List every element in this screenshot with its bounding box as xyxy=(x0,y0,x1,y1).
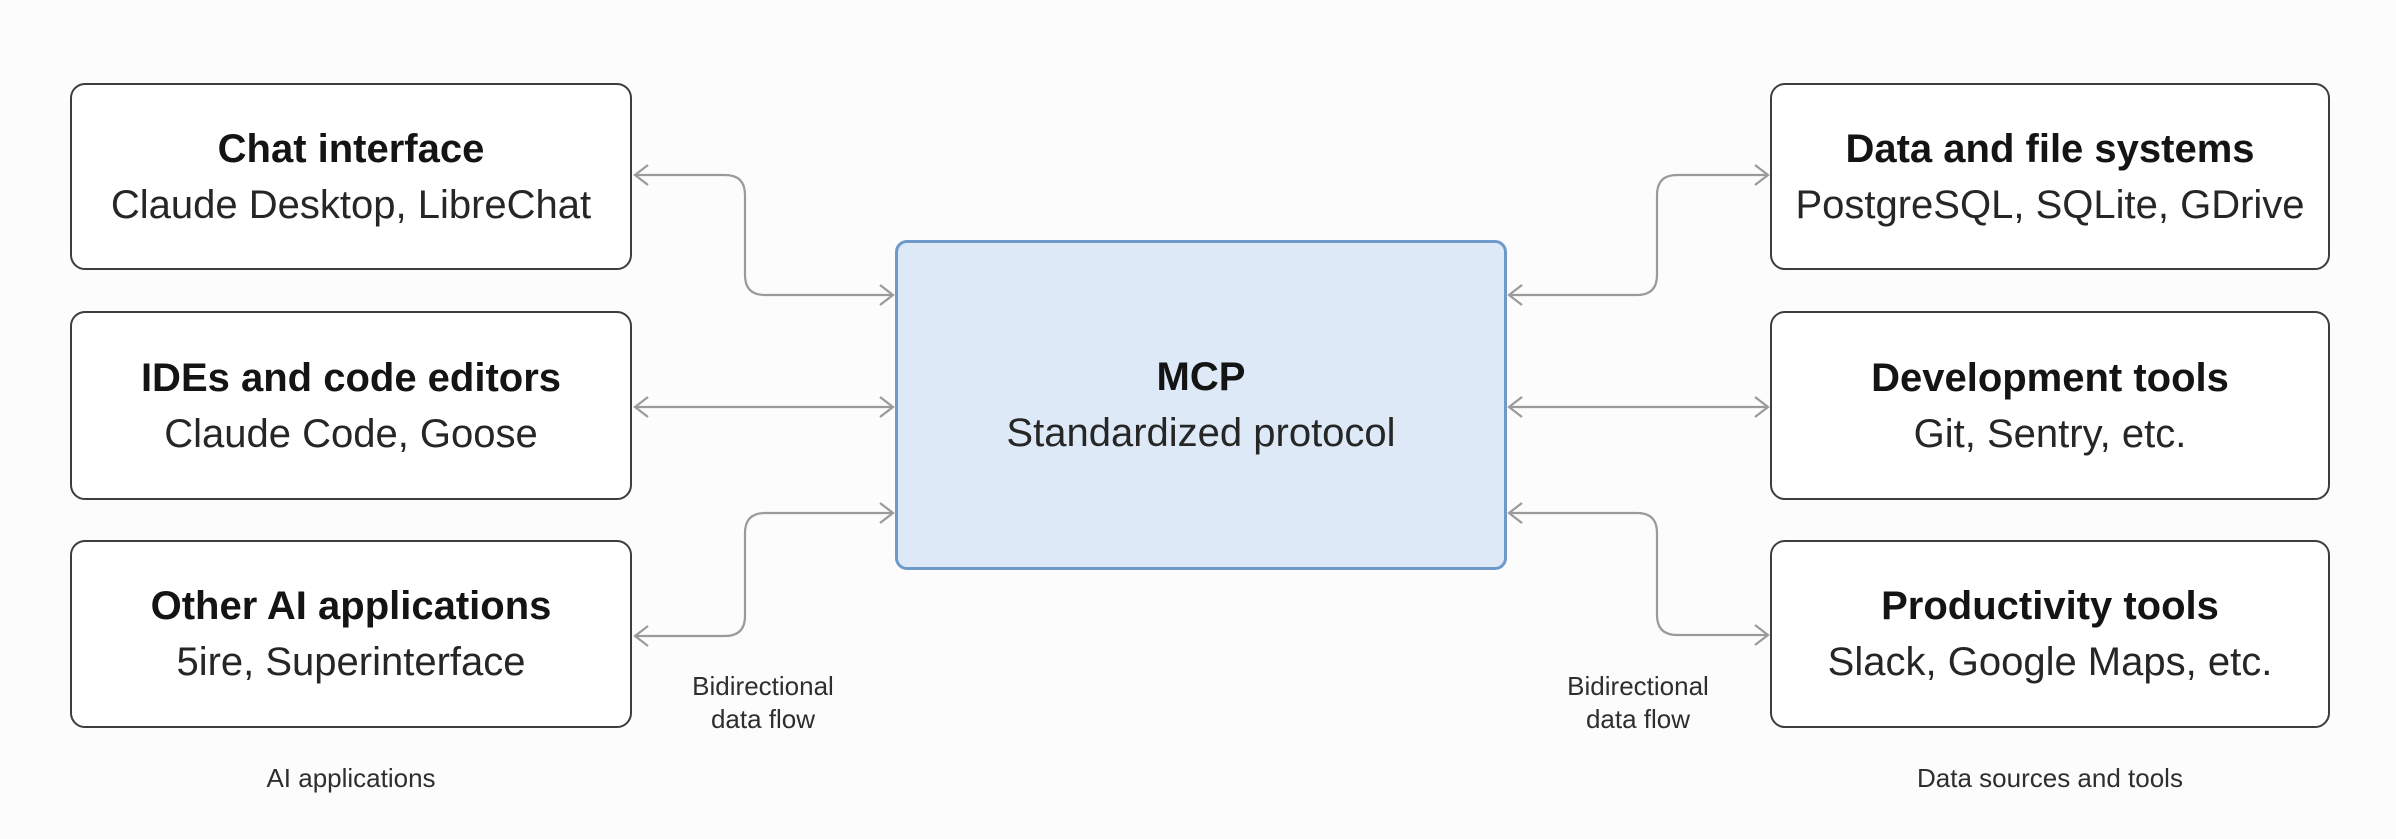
box-title: Development tools xyxy=(1871,355,2229,400)
box-subtitle: Claude Code, Goose xyxy=(164,411,538,456)
box-subtitle: Git, Sentry, etc. xyxy=(1913,411,2187,456)
box-productivity-tools: Productivity tools Slack, Google Maps, e… xyxy=(1770,540,2330,728)
box-chat-interface: Chat interface Claude Desktop, LibreChat xyxy=(70,83,632,270)
box-title: IDEs and code editors xyxy=(140,355,562,400)
caption-ai-applications: AI applications xyxy=(266,763,436,793)
label-line: Bidirectional xyxy=(692,671,834,701)
mcp-title: MCP xyxy=(1156,355,1246,399)
label-bidirectional-left: Bidirectional data flow xyxy=(692,670,834,736)
box-subtitle: 5ire, Superinterface xyxy=(176,640,526,684)
box-title: Data and file systems xyxy=(1845,126,2255,171)
box-subtitle: Claude Desktop, LibreChat xyxy=(110,182,592,227)
box-mcp: MCP Standardized protocol xyxy=(895,240,1507,570)
box-other-ai-applications: Other AI applications 5ire, Superinterfa… xyxy=(70,540,632,728)
caption-data-sources-and-tools: Data sources and tools xyxy=(1917,763,2183,793)
label-line: Bidirectional xyxy=(1567,671,1709,701)
mcp-subtitle: Standardized protocol xyxy=(1006,411,1396,455)
box-subtitle: PostgreSQL, SQLite, GDrive xyxy=(1795,182,2305,227)
box-subtitle: Slack, Google Maps, etc. xyxy=(1827,640,2273,684)
box-data-file-systems: Data and file systems PostgreSQL, SQLite… xyxy=(1770,83,2330,270)
box-title: Chat interface xyxy=(217,126,485,171)
label-line: data flow xyxy=(710,704,816,734)
label-bidirectional-right: Bidirectional data flow xyxy=(1567,670,1709,736)
box-development-tools: Development tools Git, Sentry, etc. xyxy=(1770,311,2330,500)
label-line: data flow xyxy=(1585,704,1691,734)
box-title: Other AI applications xyxy=(150,584,552,628)
connector-mcp-chat-interface xyxy=(633,164,895,306)
connector-mcp-other-ai xyxy=(633,502,895,647)
connector-mcp-data-file-systems xyxy=(1507,164,1770,306)
box-ides-code-editors: IDEs and code editors Claude Code, Goose xyxy=(70,311,632,500)
connector-mcp-productivity-tools xyxy=(1507,502,1770,646)
box-title: Productivity tools xyxy=(1881,584,2219,628)
